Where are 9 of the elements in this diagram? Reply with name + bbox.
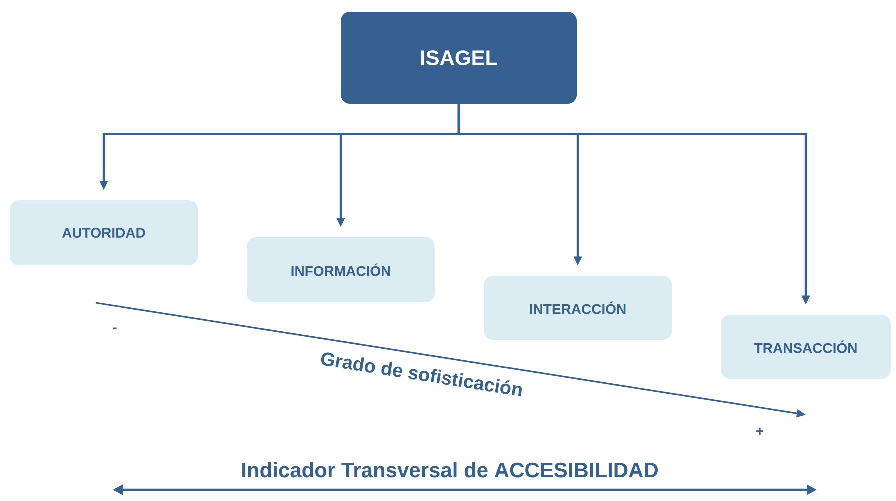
category-box: INTERACCIÓN (484, 276, 672, 340)
category-box: AUTORIDAD (10, 200, 198, 266)
axis-label: Grado de sofisticación (321, 352, 522, 397)
category-box: INFORMACIÓN (247, 238, 435, 302)
category-box: TRANSACCIÓN (721, 315, 891, 379)
sign-label: + (756, 428, 764, 436)
axis-label: Indicador Transversal de ACCESIBILIDAD (242, 462, 658, 478)
title-box: ISAGEL (341, 12, 577, 104)
sign-label: - (113, 328, 117, 330)
